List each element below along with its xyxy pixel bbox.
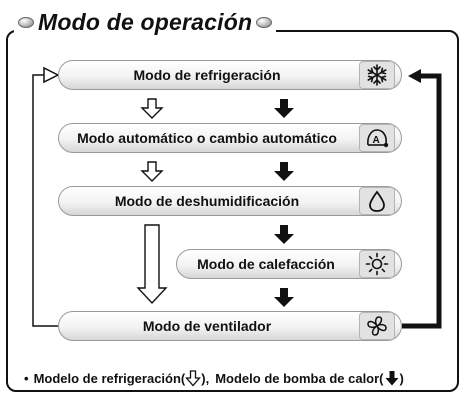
solid-arrow-auto-to-dry (274, 162, 294, 181)
auto-a-letter: A (373, 135, 380, 146)
legend-footnote: • Modelo de refrigeración( ), Modelo de … (24, 370, 404, 387)
mode-dry: Modo de deshumidificación (58, 186, 402, 216)
mode-auto-label: Modo automático o cambio automático (77, 130, 337, 146)
solid-arrow-heat-to-fan (274, 288, 294, 307)
hollow-arrow-auto-to-dry (140, 161, 164, 182)
mode-heating: Modo de calefacción (176, 249, 402, 279)
mode-fan: Modo de ventilador (58, 311, 402, 341)
fan-icon (359, 312, 395, 340)
legend-heat-pump-model: Modelo de bomba de calor( (215, 371, 384, 386)
solid-arrow-cool-to-auto (274, 99, 294, 118)
title-bar: Modo de operación (14, 4, 277, 40)
legend-heat-pump-model-end: ) (399, 371, 404, 386)
mode-dry-label: Modo de deshumidificación (114, 193, 300, 209)
diagram-title: Modo de operación (38, 8, 253, 35)
title-bullet-right-icon (256, 16, 273, 28)
mode-heating-label: Modo de calefacción (197, 256, 335, 272)
legend-cooling-model: Modelo de refrigeración( (33, 371, 186, 386)
sun-icon (359, 250, 395, 278)
legend-cooling-model-end: ), (201, 371, 210, 386)
legend-bullet: • (24, 371, 29, 386)
solid-arrow-legend-icon (385, 371, 399, 386)
hollow-arrow-legend-icon (185, 370, 202, 387)
heatpump-loop-line (402, 69, 442, 329)
mode-fan-label: Modo de ventilador (142, 318, 272, 334)
hollow-arrow-cool-to-auto (140, 98, 164, 119)
mode-cooling-label: Modo de refrigeración (133, 67, 281, 83)
hollow-arrow-dry-to-fan (136, 224, 168, 305)
title-bullet-left-icon (18, 16, 34, 28)
water-drop-icon (359, 187, 395, 215)
cooler-loop-line (32, 66, 62, 327)
mode-cooling: Modo de refrigeración (58, 60, 402, 90)
solid-arrow-dry-to-heat (274, 225, 294, 244)
mode-auto: Modo automático o cambio automático A (58, 123, 402, 153)
snowflake-icon (359, 61, 395, 89)
auto-a-icon: A (359, 124, 395, 152)
